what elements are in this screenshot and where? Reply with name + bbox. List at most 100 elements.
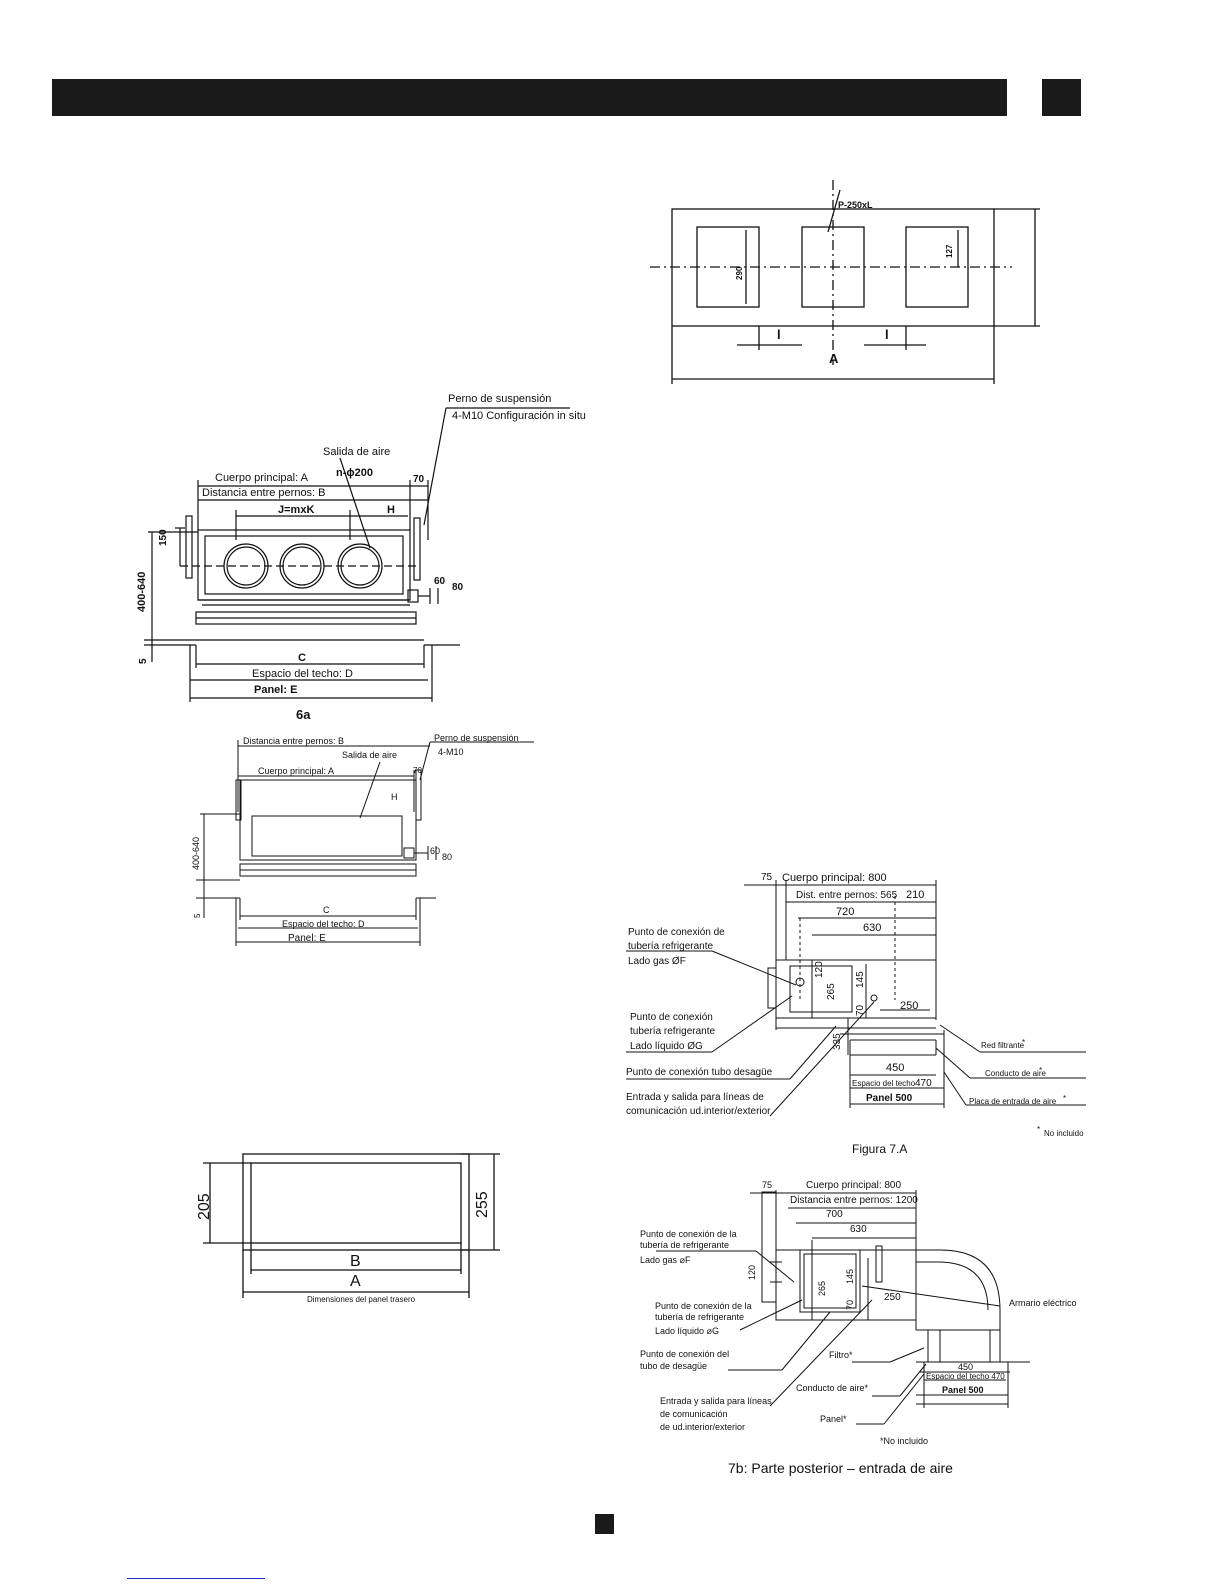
- fig7b-not-included: *No incluido: [880, 1436, 929, 1446]
- fig7a-dim-630: 630: [863, 922, 882, 934]
- fig7a-filter-net: Red filtrante: [981, 1041, 1025, 1050]
- fig6a-caption: 6a: [296, 707, 311, 722]
- fig7b-bolt-dist-label: Distancia entre pernos: 1200: [790, 1195, 918, 1206]
- fig7a-dim-470: 470: [915, 1078, 932, 1089]
- fig7b-comm-line1: Entrada y salida para líneas: [660, 1396, 772, 1406]
- fig7b-dim-630: 630: [850, 1224, 867, 1235]
- header-bar: [52, 79, 1007, 116]
- fig7a-panel-label: Panel 500: [866, 1093, 913, 1104]
- fig7a-dim-450: 450: [886, 1062, 905, 1074]
- fig7a-filter-star: *: [1022, 1038, 1026, 1047]
- back-b-label: B: [350, 1253, 361, 1270]
- fig7a-dim-720: 720: [836, 906, 855, 918]
- duct-l1-label: l: [777, 327, 781, 342]
- fig7b-air-duct-label: Conducto de aire*: [796, 1383, 869, 1393]
- fig7b-drain-line2: tubo de desagüe: [640, 1361, 708, 1371]
- back-caption: Dimensiones del panel trasero: [307, 1295, 416, 1304]
- fig7b-comm-line3: de ud.interior/exterior: [660, 1422, 746, 1432]
- fig7a-dim-75: 75: [761, 872, 773, 883]
- fig6a-dim-80: 80: [452, 582, 464, 593]
- fig7a-comm-line2: comunicación ud.interior/exterior: [626, 1106, 771, 1117]
- fig6b-h-label: H: [391, 792, 398, 802]
- fig6a-jmk-label: J=mxK: [278, 504, 315, 516]
- fig6b-dim-80: 80: [442, 852, 453, 862]
- fig7b-dim-75: 75: [762, 1180, 773, 1190]
- fig7a-not-included-star: *: [1037, 1125, 1041, 1134]
- fig7a-bolt-dist-label: Dist. entre pernos: 565: [796, 890, 898, 901]
- fig6b-air-outlet-label: Salida de aire: [342, 750, 398, 760]
- fig7a-intake-star: *: [1063, 1094, 1067, 1103]
- fig6b-ceiling-label: Espacio del techo: D: [282, 919, 365, 929]
- fig7a-dim-250: 250: [900, 1000, 919, 1012]
- fig6a-panel-label: Panel: E: [254, 684, 298, 696]
- fig7a-conn-gas-line1: Punto de conexión de: [628, 927, 725, 938]
- fig7b-liq-side: Lado líquido ⌀G: [655, 1326, 719, 1336]
- fig7b-dim-120: 120: [747, 1264, 757, 1280]
- fig6b-bolt-dist-label: Distancia entre pernos: B: [243, 736, 345, 746]
- fig7a-air-duct: Conducto de aire: [985, 1069, 1046, 1078]
- fig7a-liq-side: Lado líquido ØG: [630, 1041, 703, 1052]
- fig6b-suspension-bolt-label: Perno de suspensión: [434, 733, 519, 743]
- fig6a-suspension-bolt-label: Perno de suspensión: [448, 393, 552, 405]
- fig7b-conn-gas-line2: tubería de refrigerante: [640, 1240, 730, 1250]
- fig6b-dim-70: 70: [413, 766, 422, 775]
- fig6a-c-label: C: [298, 652, 306, 664]
- fig6a-outlet-dia-label: n-ϕ200: [336, 467, 373, 479]
- fig7a-conn-gas-line2: tubería refrigerante: [628, 941, 714, 952]
- fig7b-ceiling-label: Espacio del techo 470: [926, 1372, 1005, 1381]
- fig6a-bolt-dist-label: Distancia entre pernos: B: [202, 487, 326, 499]
- fig6a-body-a-label: Cuerpo principal: A: [215, 472, 308, 484]
- fig7a-not-included: No incluido: [1044, 1129, 1084, 1138]
- fig7b-dim-145: 145: [845, 1268, 855, 1284]
- fig7a-air-duct-star: *: [1039, 1066, 1043, 1075]
- fig7b-caption: 7b: Parte posterior – entrada de aire: [728, 1460, 953, 1476]
- fig7b-dim-265: 265: [817, 1280, 827, 1296]
- duct-l2-label: l: [885, 327, 889, 342]
- fig6a-air-outlet-label: Salida de aire: [323, 446, 391, 458]
- fig7b-dim-700: 700: [826, 1209, 843, 1220]
- fig7b-conn-gas-line1: Punto de conexión de la: [640, 1229, 737, 1239]
- fig7b-drain-line1: Punto de conexión del: [640, 1349, 730, 1359]
- fig6b-c-label: C: [323, 905, 330, 915]
- header-page-box: [1042, 79, 1081, 116]
- fig7b-body-label: Cuerpo principal: 800: [806, 1180, 902, 1191]
- duct-a-label: A: [829, 351, 839, 366]
- fig7a-caption: Figura 7.A: [852, 1142, 908, 1156]
- fig7b-panel-500: Panel 500: [942, 1385, 984, 1395]
- fig7b-cabinet-label: Armario eléctrico: [1009, 1298, 1077, 1308]
- fig7a-intake-plate: Placa de entrada de aire: [969, 1097, 1057, 1106]
- fig6b-panel-label: Panel: E: [288, 933, 326, 944]
- duct-pipe-label: P-250xL: [838, 200, 873, 210]
- fig7a-body-label: Cuerpo principal: 800: [782, 872, 887, 884]
- footer-rule: [127, 1578, 265, 1579]
- fig7a-ceiling-label: Espacio del techo: [852, 1079, 916, 1088]
- fig7b-dim-250: 250: [884, 1292, 901, 1303]
- fig6a-dim-60: 60: [434, 576, 446, 587]
- fig6b-m10-label: 4-M10: [438, 747, 464, 757]
- fig7a-conn-liq-line2: tubería refrigerante: [630, 1026, 716, 1037]
- fig7b-gas-side: Lado gas ⌀F: [640, 1255, 691, 1265]
- fig7a-drain-label: Punto de conexión tubo desagüe: [626, 1067, 773, 1078]
- fig7b-conn-liq-line2: tubería de refrigerante: [655, 1312, 745, 1322]
- fig7b-conn-liq-line1: Punto de conexión de la: [655, 1301, 752, 1311]
- fig7b-panel-label: Panel*: [820, 1414, 847, 1424]
- back-a-label: A: [350, 1273, 361, 1290]
- fig6a-dim-70: 70: [413, 474, 425, 485]
- fig7b-dim-70: 70: [845, 1299, 855, 1310]
- fig6b-body-a-label: Cuerpo principal: A: [258, 766, 335, 776]
- fig7a-gas-side: Lado gas ØF: [628, 956, 686, 967]
- fig7b-dim-450: 450: [958, 1362, 974, 1372]
- fig6a-h-label: H: [387, 504, 395, 516]
- fig7b-comm-line2: de comunicación: [660, 1409, 728, 1419]
- footer-page-box: [595, 1514, 614, 1534]
- fig6a-bolt-config-label: 4-M10 Configuración in situ: [452, 410, 586, 422]
- fig7b-filter-label: Filtro*: [829, 1350, 853, 1360]
- fig7a-comm-line1: Entrada y salida para líneas de: [626, 1092, 764, 1103]
- fig6b-dim-60: 60: [430, 846, 441, 856]
